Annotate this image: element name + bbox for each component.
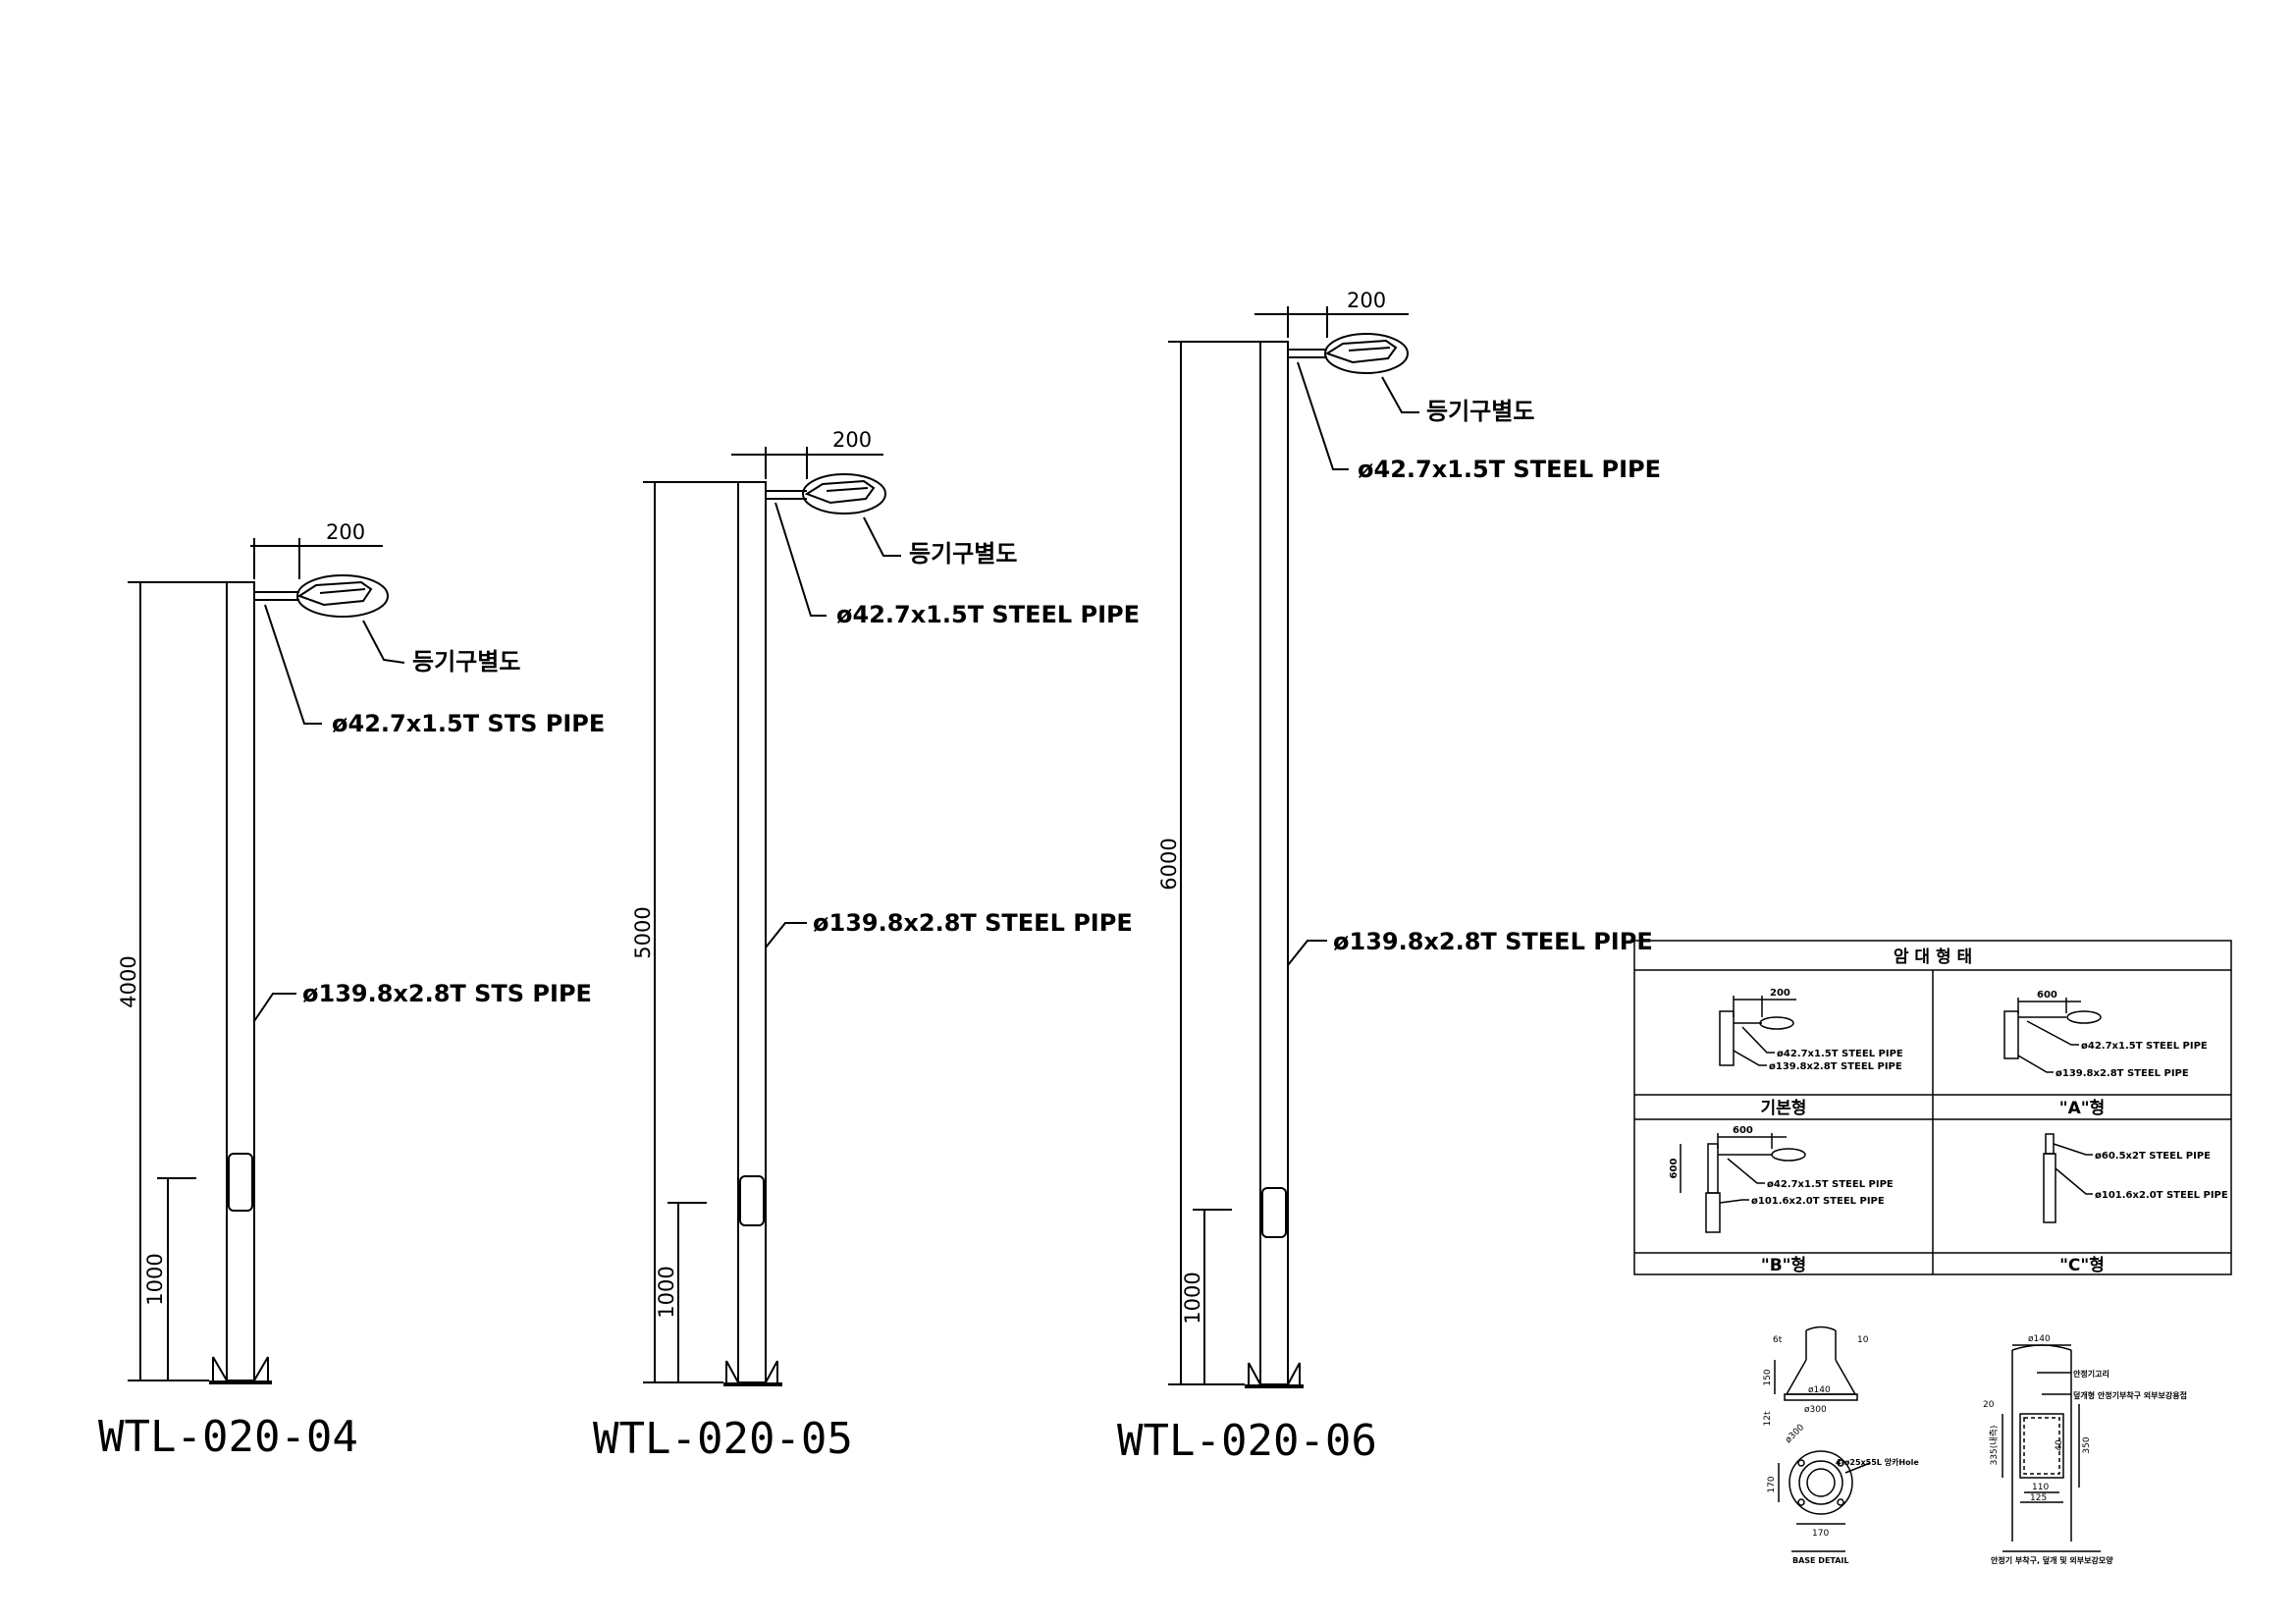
pole-2-model: WTL-020-05 xyxy=(593,1414,853,1464)
base-dim-1: 6t xyxy=(1773,1335,1783,1345)
base-dim-5: ø300 xyxy=(1804,1405,1827,1415)
arm-table-cell-1-dim: 200 xyxy=(1770,988,1790,999)
door-dim-2: 20 xyxy=(1983,1400,1995,1410)
door-detail xyxy=(2002,1344,2101,1552)
arm-table-cell-4-name: "C"형 xyxy=(2059,1255,2105,1275)
pole-1-door-dim: 1000 xyxy=(143,1253,167,1305)
pole-1-luminaire xyxy=(296,580,373,607)
pole-3-main-pipe-label: ø139.8x2.8T STEEL PIPE xyxy=(1333,928,1653,955)
base-dim-2: 10 xyxy=(1857,1335,1869,1345)
arm-table-cell-1-pipe1: ø42.7x1.5T STEEL PIPE xyxy=(1777,1049,1903,1059)
arm-table-cell-3-dim: 600 xyxy=(1733,1125,1753,1136)
pole-1-door xyxy=(228,1153,253,1212)
door-detail-title: 안정기 부착구, 덮개 및 외부보강모양 xyxy=(1991,1555,2113,1565)
pole-2-luminaire-outline xyxy=(802,473,886,514)
pole-3-door xyxy=(1261,1187,1287,1238)
door-note-2: 덮개형 안정기부착구 외부보강용접 xyxy=(2073,1390,2187,1400)
arm-table-cell-2-pipe1: ø42.7x1.5T STEEL PIPE xyxy=(2081,1041,2208,1052)
arm-table-cell-2-pipe2: ø139.8x2.8T STEEL PIPE xyxy=(2056,1068,2189,1079)
pole-3-height-dim: 6000 xyxy=(1157,838,1181,890)
pole-1-luminaire-label: 등기구별도 xyxy=(412,648,520,676)
pole-1-arm-pipe-label: ø42.7x1.5T STS PIPE xyxy=(332,710,605,737)
pole-2-main-leader xyxy=(765,922,807,948)
base-plate-top-view xyxy=(1789,1450,1853,1515)
door-dim-3: 335(내측) xyxy=(1989,1426,2000,1466)
pole-2-arm-pipe-label: ø42.7x1.5T STEEL PIPE xyxy=(836,601,1140,628)
arm-table-cell-4-pipe1: ø60.5x2T STEEL PIPE xyxy=(2095,1151,2211,1162)
base-detail-title: BASE DETAIL xyxy=(1792,1556,1849,1565)
arm-table-cell-3-name: "B"형 xyxy=(1761,1255,1806,1275)
arm-table-title: 암 대 형 태 xyxy=(1894,947,1972,967)
pole-1-model: WTL-020-04 xyxy=(98,1412,358,1462)
door-dim-1: ø140 xyxy=(2028,1334,2051,1344)
pole-3-arm-pipe-label: ø42.7x1.5T STEEL PIPE xyxy=(1358,456,1661,483)
arm-table-cell-3-dim-v: 600 xyxy=(1669,1159,1680,1179)
base-dim-9: 170 xyxy=(1812,1529,1829,1539)
door-dim-7: 125 xyxy=(2030,1493,2047,1503)
pole-3-luminaire xyxy=(1324,339,1398,364)
pole-1-luminaire-outline xyxy=(296,574,389,618)
pole-2 xyxy=(643,447,901,1386)
door-dim-4: 40 xyxy=(2055,1439,2064,1451)
pole-3-luminaire-label: 등기구별도 xyxy=(1426,398,1534,425)
pole-3-model: WTL-020-06 xyxy=(1117,1416,1377,1466)
pole-2-door xyxy=(739,1175,765,1226)
pole-1-shaft xyxy=(226,581,255,1381)
pole-2-arm-dim: 200 xyxy=(832,428,872,452)
pole-3-door-dim: 1000 xyxy=(1181,1272,1204,1324)
pole-1-main-leader xyxy=(253,993,296,1022)
pole-2-luminaire-label: 등기구별도 xyxy=(909,540,1017,568)
arm-table xyxy=(1633,940,2232,1275)
pole-3-luminaire-leader xyxy=(1381,376,1419,413)
arm-table-cell-1-name: 기본형 xyxy=(1761,1098,1807,1118)
pole-1-base-ribs xyxy=(212,1356,269,1381)
pole-3-base-ribs xyxy=(1248,1362,1301,1385)
base-dim-8: 170 xyxy=(1767,1476,1777,1492)
pole-2-luminaire-leader xyxy=(863,516,901,557)
pole-2-door-dim: 1000 xyxy=(655,1266,678,1318)
base-hole-note: 4-ø25x55L 앙카Hole xyxy=(1836,1457,1919,1467)
pole-2-arm-leader xyxy=(774,502,827,617)
pole-1-height-dim: 4000 xyxy=(117,955,140,1007)
pole-1 xyxy=(128,538,405,1384)
pole-1-luminaire-leader xyxy=(362,620,405,664)
base-dim-3: 150 xyxy=(1763,1369,1773,1385)
pole-2-base-ribs xyxy=(725,1360,778,1383)
arm-table-cell-2-name: "A"형 xyxy=(2059,1098,2106,1118)
pole-3 xyxy=(1168,306,1419,1388)
pole-2-shaft xyxy=(737,481,767,1383)
arm-table-cell-4-pipe2: ø101.6x2.0T STEEL PIPE xyxy=(2095,1190,2228,1201)
pole-3-main-leader xyxy=(1287,940,1327,966)
door-note-1: 안정기고리 xyxy=(2073,1369,2109,1379)
pole-3-arm-leader xyxy=(1297,361,1349,470)
door-dim-5: 350 xyxy=(2082,1436,2092,1453)
arm-table-cell-3-pipe2: ø101.6x2.0T STEEL PIPE xyxy=(1751,1196,1885,1207)
base-dim-7: ø300 xyxy=(1784,1423,1806,1445)
door-dim-6: 110 xyxy=(2032,1483,2049,1492)
pole-2-height-dim: 5000 xyxy=(631,906,655,958)
pole-2-main-pipe-label: ø139.8x2.8T STEEL PIPE xyxy=(813,909,1133,937)
pole-2-luminaire xyxy=(804,479,876,505)
pole-1-arm-leader xyxy=(264,604,322,725)
arm-table-cell-2-dim: 600 xyxy=(2037,990,2057,1001)
base-detail xyxy=(1774,1326,1871,1552)
base-dim-4: ø140 xyxy=(1808,1385,1831,1395)
pole-3-luminaire-outline xyxy=(1324,333,1409,374)
base-dim-6: 12t xyxy=(1763,1411,1773,1426)
arm-table-cell-3-pipe1: ø42.7x1.5T STEEL PIPE xyxy=(1767,1179,1894,1190)
pole-1-main-pipe-label: ø139.8x2.8T STS PIPE xyxy=(302,980,592,1007)
arm-table-cell-1-pipe2: ø139.8x2.8T STEEL PIPE xyxy=(1769,1061,1902,1072)
pole-1-arm-dim: 200 xyxy=(326,520,365,544)
pole-3-shaft xyxy=(1259,341,1289,1385)
pole-3-arm-dim: 200 xyxy=(1347,289,1386,312)
